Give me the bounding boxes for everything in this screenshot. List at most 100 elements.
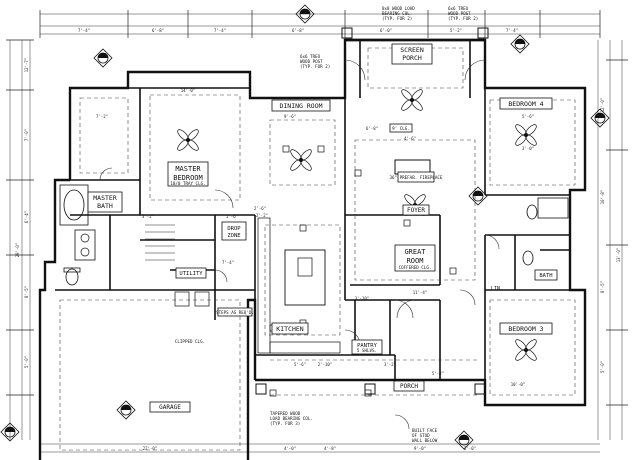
inner-dimension-label: 2'-10" [318, 362, 332, 367]
svg-text:8x8 WOOD LOAD: 8x8 WOOD LOAD [382, 6, 415, 11]
left-dimension-label: 12'-7" [24, 58, 29, 72]
inner-dimension-label: 9'-6" [284, 114, 296, 119]
top-dimension-label: 7'-4" [214, 28, 226, 33]
sink [80, 247, 90, 257]
svg-text:GARAGE: GARAGE [159, 404, 181, 411]
ceiling-fan-icon [290, 149, 312, 171]
right-dimension-label: 13'-0" [616, 248, 621, 262]
bottom-dimension-label: 4'-0" [284, 446, 296, 451]
right-dimension-label: 10'-8" [600, 190, 605, 204]
svg-text:5 SHLVS.: 5 SHLVS. [357, 348, 377, 353]
top-dimension-label: 6'-0" [380, 28, 392, 33]
garage-label: GARAGE [149, 401, 191, 413]
columns [255, 27, 489, 395]
ceiling-lines [59, 47, 576, 451]
svg-text:BUILT FACE: BUILT FACE [412, 428, 438, 433]
inner-dimension-label: 1'-6" [226, 214, 238, 219]
inner-dimension-label: 3'-2" [384, 362, 396, 367]
left-dimension-label: 7'-0" [24, 129, 29, 141]
svg-text:36" PREFAB. FIREPLACE: 36" PREFAB. FIREPLACE [390, 175, 443, 180]
master-bedroom-label: MASTER BEDROOM 10/0 TRAY CLG. [167, 161, 209, 187]
svg-text:BEDROOM 4: BEDROOM 4 [508, 100, 543, 108]
inner-dimension-label: 3'-0" [522, 146, 534, 151]
inner-dimension-label: 14'-0" [181, 88, 195, 93]
dimension-text-top: 7'-4"6'-8"7'-4"6'-8"6'-0"5'-2"7'-4" [78, 28, 518, 33]
wood-post-note-left: 6x6 TREO WOOD POST (TYP. FOR 2) [300, 54, 330, 69]
vanity [74, 229, 96, 261]
ceiling-fan-icon [177, 129, 199, 151]
bath-label: BATH [534, 269, 558, 281]
bottom-dimension-label: 2'-0" [464, 446, 476, 451]
section-marker-icon [295, 4, 315, 24]
section-marker-icon [468, 186, 488, 206]
bottom-dimension-label: 22'-0" [143, 446, 157, 451]
svg-text:BATH: BATH [539, 273, 552, 279]
svg-text:WOOD POST: WOOD POST [448, 11, 471, 16]
top-dimension-label: 7'-4" [506, 28, 518, 33]
inner-dimension-label: 11'-4" [413, 290, 427, 295]
svg-text:GREAT: GREAT [404, 248, 426, 256]
svg-text:UTILITY: UTILITY [179, 271, 203, 277]
toilet [65, 268, 79, 286]
dimension-text-inner: 14'-0"7'-2"9'-6"2'-6"6'-8"4'-6"5'-6"3'-0… [96, 88, 534, 387]
svg-text:MASTER: MASTER [93, 194, 117, 202]
svg-text:SCREEN: SCREEN [400, 46, 424, 54]
svg-text:WALL BELOW: WALL BELOW [412, 438, 438, 443]
dimension-text-bottom: 22'-0"4'-0"4'-8"9'-0"2'-0" [143, 446, 476, 451]
svg-text:PORCH: PORCH [400, 383, 418, 390]
svg-text:LIN.: LIN. [491, 286, 503, 292]
master-bath-label: MASTER BATH [87, 191, 123, 213]
inner-dimension-label: 5'-6" [522, 114, 534, 119]
svg-text:MASTER: MASTER [175, 165, 201, 173]
door-swings [99, 59, 500, 430]
clipped-ceiling-note: CLIPPED CLG. [175, 339, 205, 344]
interior-walls [55, 40, 585, 405]
porch-label: PORCH [393, 380, 425, 392]
pantry-label: PANTRY 5 SHLVS. [351, 339, 383, 355]
kitchen-label: KITCHEN [271, 322, 309, 335]
bath-tub [537, 197, 569, 219]
inner-dimension-label: 7'-4" [222, 260, 234, 265]
ceiling-fan-icon [401, 89, 423, 111]
top-dimension-label: 6'-8" [152, 28, 164, 33]
utility-label: UTILITY [175, 267, 207, 279]
svg-text:(TYP. FOR 3): (TYP. FOR 3) [270, 421, 300, 426]
svg-text:6x6 TREO: 6x6 TREO [300, 54, 321, 59]
svg-text:PANTRY: PANTRY [357, 343, 378, 349]
inner-dimension-label: 10'-0" [511, 382, 525, 387]
wood-post-note-right: 6x6 TREO WOOD POST (TYP. FOR 2) [448, 6, 478, 21]
svg-text:6x6 TREO: 6x6 TREO [448, 6, 469, 11]
wood-column-note-top: 8x8 WOOD LOAD BEARING COL. (TYP. FOR 2) [382, 6, 415, 21]
inner-dimension-label: 3'-10" [355, 296, 369, 301]
washer [174, 291, 190, 307]
linen-label: LIN. [491, 286, 503, 292]
section-marker-icon [116, 400, 136, 420]
section-marker-icon [454, 430, 474, 450]
left-dimension-label: 6'-4" [24, 211, 29, 223]
right-dimension-label: 8'-5" [600, 281, 605, 293]
svg-text:ROOM: ROOM [407, 257, 424, 265]
inner-dimension-label: 7'-2" [96, 114, 108, 119]
bedroom-3-label: BEDROOM 3 [499, 322, 553, 335]
dryer [194, 291, 210, 307]
svg-text:9' CLG.: 9' CLG. [392, 126, 410, 131]
fireplace-note: 36" PREFAB. FIREPLACE [390, 171, 443, 183]
svg-text:TAPERED WOOD: TAPERED WOOD [270, 411, 301, 416]
inner-dimension-label: 3'-2" [142, 214, 154, 219]
inner-dimension-label: 2'-2" [256, 213, 268, 218]
plan-notes: 36" PREFAB. FIREPLACE STEPS AS REQ'D. CL… [175, 6, 478, 443]
ceiling-fan-icon [515, 339, 537, 361]
inner-dimension-label: 5'-2" [432, 371, 444, 376]
svg-text:KITCHEN: KITCHEN [276, 325, 303, 333]
svg-text:(TYP. FOR 2): (TYP. FOR 2) [300, 64, 330, 69]
built-face-note: BUILT FACE OF STUD WALL BELOW [412, 428, 438, 443]
stairs [145, 224, 175, 261]
svg-text:OF STUD: OF STUD [412, 433, 430, 438]
right-dimension-label: 12'-0" [600, 98, 605, 112]
svg-text:WOOD POST: WOOD POST [300, 59, 323, 64]
room-labels: MASTER BEDROOM 10/0 TRAY CLG. MASTER BAT… [87, 43, 558, 413]
bottom-dimension-label: 9'-0" [414, 446, 426, 451]
bedroom-4-label: BEDROOM 4 [499, 97, 553, 110]
toilet [526, 204, 538, 220]
inner-dimension-label: 5'-6" [294, 362, 306, 367]
